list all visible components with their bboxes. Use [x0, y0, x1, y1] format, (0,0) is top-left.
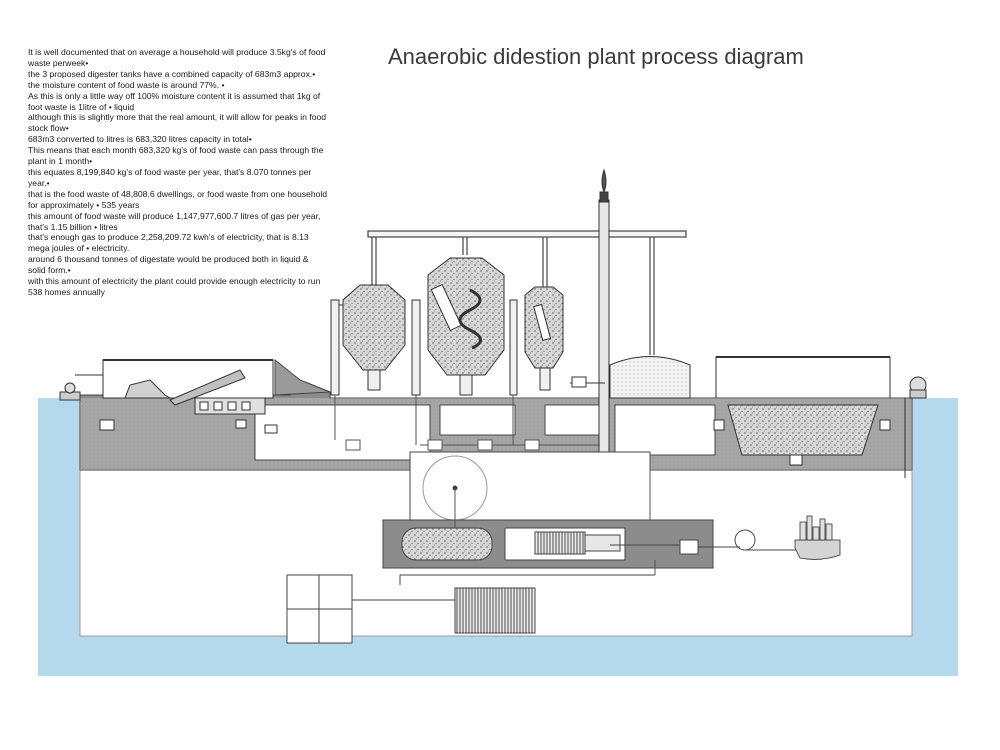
conveyor-shredder — [99, 369, 278, 434]
notes-text-block: It is well documented that on average a … — [28, 47, 328, 298]
connecting-pipes — [334, 395, 656, 575]
service-cavity — [254, 404, 431, 461]
note-line: 683m3 converted to litres is 683,320 lit… — [28, 134, 252, 145]
note-line: the 3 proposed digester tanks have a com… — [28, 68, 316, 79]
note-line: this amount of food waste will produce 1… — [28, 210, 321, 232]
city-skyline-icon — [794, 515, 841, 560]
note-line: this equates 8,199,840 kg's of food wast… — [28, 166, 312, 188]
lower-storage-tanks — [286, 574, 655, 644]
digestate-storage — [713, 356, 927, 478]
note-line: that is the food waste of 48,808.6 dwell… — [28, 188, 328, 210]
note-line: It is well documented that on average a … — [28, 47, 326, 68]
ramp-embankment — [274, 358, 331, 396]
gas-holder — [570, 356, 691, 399]
digester-tank-2 — [411, 257, 505, 396]
note-line: that's enough gas to produce 2,258,209.7… — [28, 232, 309, 254]
note-line: This means that each month 683,320 kg's … — [28, 145, 324, 167]
digester-tank-3 — [509, 286, 564, 396]
note-line: As this is only a little way off 100% mo… — [28, 90, 321, 112]
diagram-title: Anaerobic didestion plant process diagra… — [388, 44, 804, 69]
gas-header-pipe — [367, 230, 687, 355]
note-line: around 6 thousand tonnes of digestate wo… — [28, 254, 309, 276]
note-line: the moisture content of food waste is ar… — [28, 79, 225, 90]
note-line: although this is slightly more that the … — [28, 112, 327, 134]
plant-room — [382, 451, 800, 569]
note-line: with this amount of electricity the plan… — [28, 276, 321, 297]
digester-tank-1 — [330, 284, 406, 396]
